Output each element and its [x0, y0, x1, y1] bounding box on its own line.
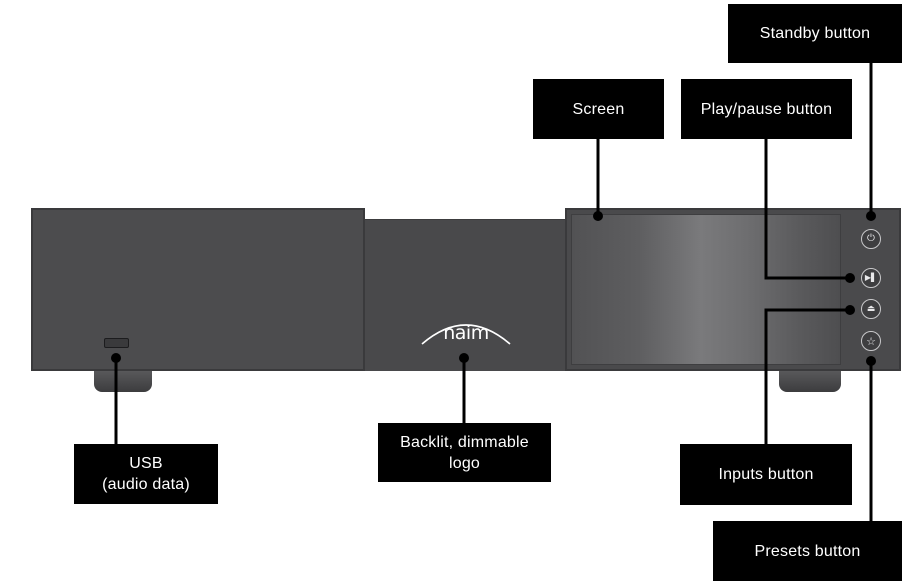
logo-text: naim [443, 322, 489, 344]
screen-label-text: Screen [572, 100, 625, 118]
right-foot [779, 370, 841, 392]
inputs-leader [764, 308, 850, 444]
logo-label-line1: Backlit, dimmable [400, 433, 529, 451]
play-pause-leader [764, 139, 850, 280]
inputs-label: Inputs button [680, 444, 852, 505]
inputs-button[interactable]: ⏏ [861, 299, 881, 319]
presets-label: Presets button [713, 521, 902, 581]
presets-label-text: Presets button [754, 542, 861, 560]
power-icon: ⏻ [867, 233, 875, 244]
star-icon: ☆ [866, 334, 876, 348]
usb-dot [111, 353, 121, 363]
inputs-dot [845, 305, 855, 315]
presets-dot [866, 356, 876, 366]
usb-label-line2: (audio data) [102, 476, 190, 493]
play-pause-button[interactable]: ▶▌ [861, 268, 881, 288]
play-pause-label-text: Play/pause button [700, 100, 833, 118]
inputs-label-text: Inputs button [718, 466, 814, 483]
standby-dot [866, 211, 876, 221]
usb-port [104, 338, 129, 348]
standby-button[interactable]: ⏻ [861, 229, 881, 249]
standby-label-text: Standby button [759, 25, 871, 42]
logo-arc-icon [421, 324, 511, 345]
usb-label-line1: USB [129, 455, 163, 472]
usb-label: USB (audio data) [74, 444, 218, 504]
logo-label: Backlit, dimmable logo [378, 423, 551, 482]
naim-logo: naim [416, 312, 516, 352]
standby-label: Standby button [728, 4, 902, 63]
inputs-icon: ⏏ [866, 303, 876, 314]
left-panel [31, 208, 365, 371]
screen-dot [593, 211, 603, 221]
play-pause-label: Play/pause button [681, 79, 852, 139]
screen-display [571, 214, 841, 365]
logo-label-line2: logo [448, 454, 481, 472]
left-foot [94, 370, 152, 392]
presets-button[interactable]: ☆ [861, 331, 881, 351]
play-pause-icon: ▶▌ [864, 273, 878, 282]
screen-label: Screen [533, 79, 664, 139]
play-pause-dot [845, 273, 855, 283]
logo-dot [459, 353, 469, 363]
center-panel [365, 219, 567, 371]
